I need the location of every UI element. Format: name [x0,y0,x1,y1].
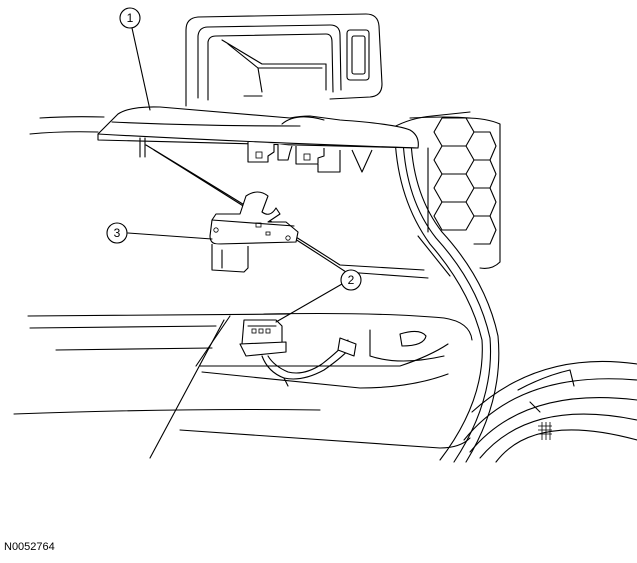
switch-bezel-trim [97,106,419,173]
door-handle-housing [185,13,383,107]
lower-door-panel [13,312,473,459]
window-control-switch [209,191,299,273]
callout-2: 2 [340,269,362,291]
diagram-reference-code: N0052764 [4,541,55,553]
callout-3: 3 [106,222,128,244]
callout-leaders [127,27,343,323]
callout-1-label: 1 [127,11,134,25]
speaker-grille-honeycomb [433,117,501,269]
callout-3-label: 3 [114,226,121,240]
callout-1: 1 [119,7,141,29]
callout-2-label: 2 [348,273,355,287]
electrical-connector [239,319,357,387]
door-trim-pillar [145,111,500,463]
door-speaker [463,360,637,463]
